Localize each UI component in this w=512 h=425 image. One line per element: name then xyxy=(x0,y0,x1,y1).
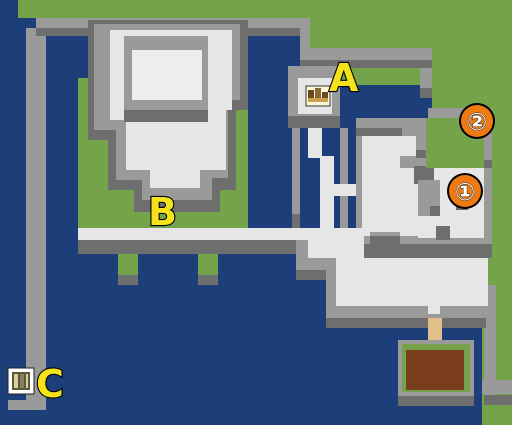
marker-1[interactable]: ① xyxy=(447,173,483,209)
keep-building xyxy=(88,20,248,212)
chest-icon[interactable] xyxy=(305,85,331,107)
marker-2[interactable]: ② xyxy=(459,103,495,139)
walkway xyxy=(78,228,486,328)
marker-c-label: C xyxy=(36,362,64,406)
marker-2-label: ② xyxy=(467,108,487,136)
chest-room xyxy=(288,66,358,228)
dock xyxy=(398,318,474,406)
marker-b-label: B xyxy=(148,190,177,234)
marker-a-label: A xyxy=(329,56,359,100)
stairs-icon[interactable] xyxy=(7,367,35,395)
lower-courtyard xyxy=(308,228,488,314)
marker-1-label: ① xyxy=(455,178,475,206)
